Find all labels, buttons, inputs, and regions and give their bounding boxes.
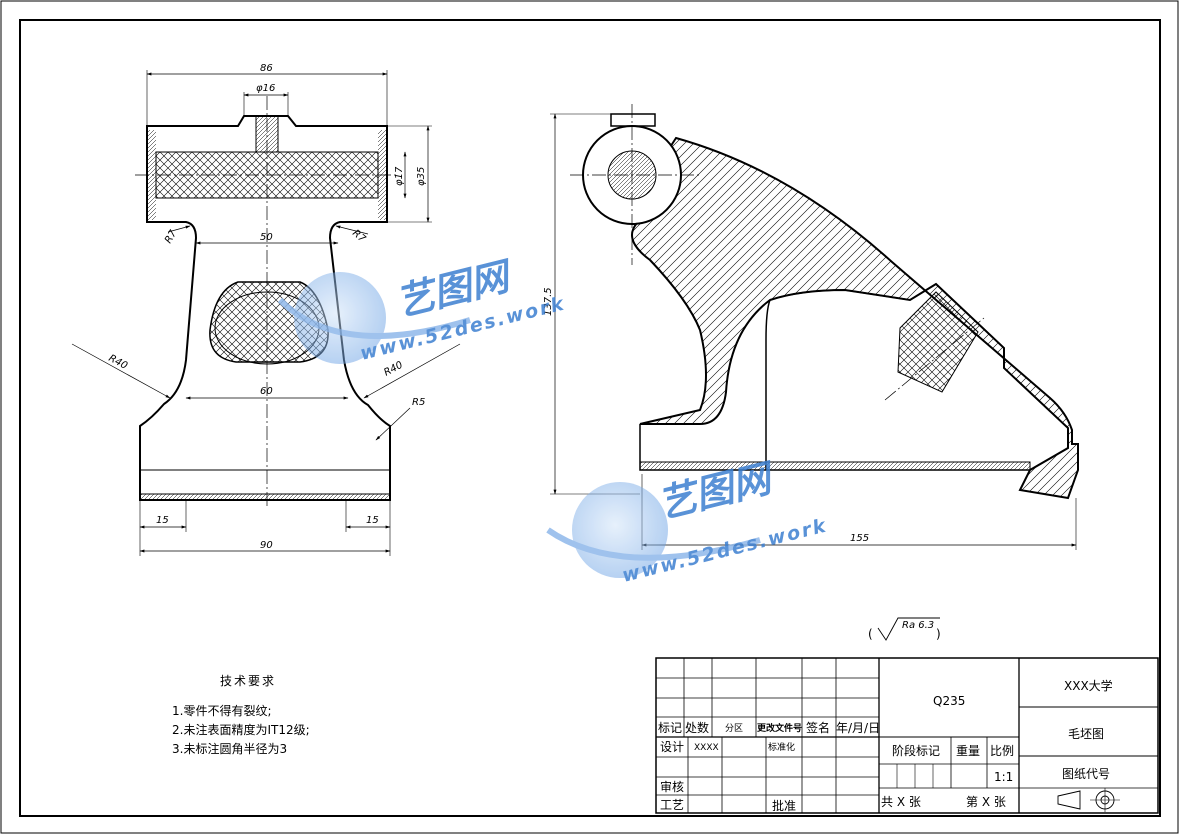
side-cross-pad	[897, 291, 979, 393]
tb-weight: 重量	[956, 744, 980, 758]
tb-process: 工艺	[660, 798, 684, 812]
tb-sheet-no: 第 X 张	[966, 795, 1006, 809]
watermark-1: 艺图网 www.52des.work	[277, 253, 568, 365]
dim-r7-left: R7	[163, 228, 180, 246]
base-hatch	[139, 493, 391, 501]
side-body-section	[631, 136, 1079, 500]
dim-60: 60	[260, 386, 273, 397]
dim-86: 86	[260, 63, 273, 74]
dim-137-5: 137.5	[543, 287, 554, 316]
dim-35: φ35	[416, 167, 427, 186]
projection-symbol-icon	[1057, 788, 1120, 812]
tb-scale: 比例	[990, 744, 1014, 758]
tb-stage-mark: 阶段标记	[892, 743, 940, 758]
dim-16: φ16	[256, 83, 275, 94]
tb-col-mark: 标记	[658, 721, 682, 735]
roughness-check-icon	[877, 617, 940, 641]
tech-req-item-3: 3.未标注圆角半径为3	[172, 741, 287, 756]
tb-designer: XXXX	[694, 743, 719, 753]
tb-drawing-name: 毛坯图	[1068, 727, 1104, 741]
watermark-swoosh-icon	[277, 297, 471, 339]
tb-scale-value: 1:1	[994, 770, 1013, 784]
watermark-globe-icon	[294, 272, 386, 364]
dim-r40-right: R40	[382, 360, 405, 379]
tb-approve: 批准	[772, 798, 796, 813]
dim-r5: R5	[412, 397, 425, 408]
dim-155: 155	[850, 533, 869, 544]
dim-r40r-leader	[363, 343, 461, 399]
tb-review: 审核	[660, 779, 684, 794]
dim-r5-leader	[375, 407, 411, 441]
tb-sheets-total: 共 X 张	[881, 795, 921, 809]
tech-req-title: 技术要求	[220, 674, 276, 688]
dim-15-left: 15	[156, 515, 169, 526]
inner-frame	[19, 19, 1161, 817]
title-block	[655, 657, 1159, 814]
dim-r7l-leader	[167, 225, 191, 233]
tb-standardize: 标准化	[768, 741, 795, 753]
tb-drawing-code: 图纸代号	[1062, 767, 1110, 781]
watermark-2: 艺图网 www.52des.work	[546, 455, 830, 587]
title-block-text: 标记 处数 分区 更改文件号 签名 年/月/日 设计 XXXX 标准化 审核 工…	[658, 678, 1113, 813]
tb-university: XXX大学	[1064, 678, 1113, 693]
tb-col-zone: 分区	[725, 723, 743, 734]
tb-design: 设计	[660, 740, 684, 754]
tb-material: Q235	[933, 694, 965, 708]
roughness-paren-right: )	[936, 627, 941, 641]
dim-50: 50	[260, 232, 273, 243]
tb-col-doc: 更改文件号	[757, 722, 802, 734]
roughness-value: Ra 6.3	[902, 620, 934, 631]
tech-requirements: 技术要求 1.零件不得有裂纹; 2.未注表面精度为IT12级; 3.未标注圆角半…	[172, 674, 310, 756]
tb-col-date: 年/月/日	[836, 721, 880, 735]
roughness-paren-left: (	[868, 627, 873, 641]
dim-r40l-leader	[71, 343, 171, 399]
top-left-hatch	[147, 130, 156, 220]
tb-col-sign: 签名	[806, 720, 830, 735]
dim-r7r-leader	[335, 225, 369, 235]
side-boss-top	[610, 113, 656, 127]
tech-req-item-1: 1.零件不得有裂纹;	[172, 703, 272, 718]
surface-roughness: ( Ra 6.3 )	[868, 617, 941, 641]
dim-17: φ17	[394, 166, 405, 186]
tb-col-count: 处数	[685, 720, 709, 735]
side-rib-inner	[639, 283, 1069, 471]
side-view: 137.5 155	[543, 104, 1079, 550]
dim-15-right: 15	[366, 515, 379, 526]
front-view-outline	[139, 115, 391, 501]
tech-req-item-2: 2.未注表面精度为IT12级;	[172, 722, 310, 737]
side-bottom-hatch	[639, 461, 1031, 471]
dim-90: 90	[260, 540, 273, 551]
watermark-swoosh-icon-2	[546, 527, 761, 561]
